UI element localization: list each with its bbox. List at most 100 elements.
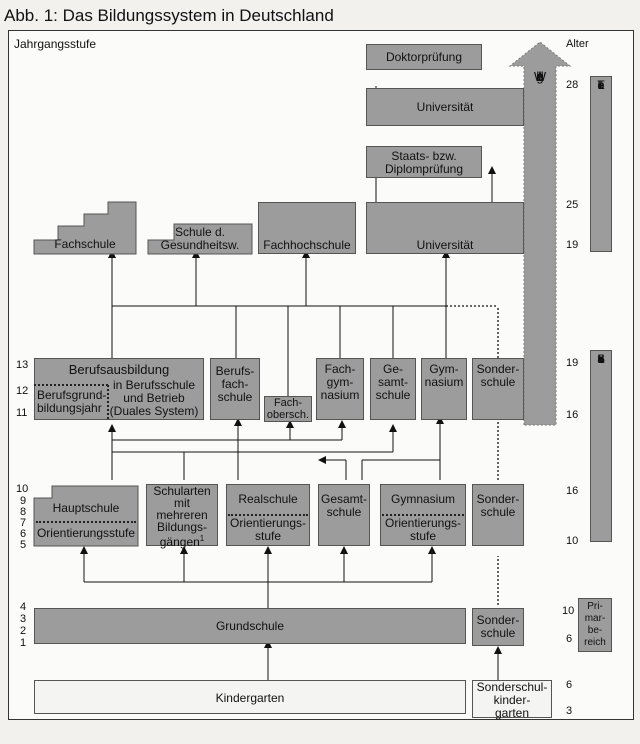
secondary-label-letter: k: [598, 352, 604, 366]
weiterbildung-letter: e: [536, 69, 544, 84]
secondary-label-letter: r: [599, 352, 603, 366]
secondary-label-letter: c: [598, 352, 604, 366]
staatspruefung-label-1: Staats- bzw.: [391, 149, 457, 163]
tertiary-label-letter: i: [599, 78, 603, 92]
staatspruefung-label-2: Diplomprüfung: [384, 162, 464, 176]
secondary-label-letter: r: [599, 352, 603, 366]
gesamtschule-oberstufe-label-2: samt-: [378, 375, 408, 389]
age-16-top: 16: [566, 409, 579, 421]
weiterbildung-letter: i: [538, 69, 542, 84]
secondary-label-letter: u: [597, 352, 605, 366]
fachgymnasium-label-1: Fach-: [324, 362, 356, 376]
berufsausbildung-label: Berufsausbildung: [68, 362, 170, 377]
fachgymnasium-label-3: nasium: [320, 388, 360, 402]
berufsausbildung-box: Berufsausbildung in Berufsschule und Bet…: [34, 358, 204, 420]
schularten-label-5: gängen: [159, 535, 200, 549]
gymnasium-oberstufe-label-1: Gym-: [429, 362, 459, 376]
secondary-label-letter: i: [599, 352, 603, 366]
sonderschule-sek2-box: Sonder- schule: [472, 358, 524, 420]
age-19: 19: [566, 357, 579, 369]
sonderschule-primar-box: Sonder- schule: [472, 608, 524, 646]
age-6: 6: [566, 679, 573, 691]
gesundheit-staircase: [147, 223, 253, 255]
fachgymnasium-box: Fach- gym- nasium: [316, 358, 364, 420]
weiterbildung-letter: l: [538, 69, 542, 84]
kindergarten-box: Kindergarten: [34, 680, 466, 714]
sonderschulkindergarten-box: Sonderschul- kinder- garten: [472, 680, 552, 720]
secondary-label-letter: b: [597, 352, 605, 366]
grade-11: 11: [16, 407, 28, 419]
gymnasium-label: Gymnasium: [390, 492, 455, 506]
grade-7: 7: [20, 517, 27, 529]
grade-6: 6: [20, 528, 27, 540]
hauptschule-divider: [36, 521, 136, 523]
fachschule-label: Fachschule: [54, 237, 116, 251]
berufsfachschule-label-3: schule: [217, 390, 253, 404]
hauptschule-shape: [33, 485, 139, 547]
grade-13: 13: [16, 359, 29, 371]
universitaet-label: Universität: [416, 238, 474, 252]
secondary-label-letter: d: [597, 352, 605, 366]
grade-12: 12: [16, 385, 29, 397]
kindergarten-label: Kindergarten: [215, 691, 285, 705]
gesamtschule-box: Gesamt- schule: [318, 484, 370, 546]
tertiary-label-letter: r: [599, 78, 603, 92]
age-10: 10: [562, 605, 575, 617]
berufsgrundbildungsjahr-label-1: Berufsgrund-: [37, 388, 107, 402]
primary-label-2: mar-: [584, 613, 606, 624]
weiterbildung-letter: r: [537, 69, 543, 84]
berufsgrundbildungsjahr-label-2: bildungsjahr: [37, 401, 102, 415]
berufsfachschule-label-2: fach-: [221, 377, 249, 391]
doktorpruefung-box: Doktorprüfung: [366, 44, 482, 70]
sonderschule-primar-label-1: Sonder-: [476, 613, 520, 627]
duales-label-2: und Betrieb: [123, 391, 185, 405]
weiterbildung-letter: g: [536, 69, 544, 84]
age-6-top: 6: [566, 633, 573, 645]
berufsgrund-divider-v: [107, 385, 109, 419]
gymnasium-oberstufe-label-2: nasium: [424, 375, 464, 389]
weiterbildung-arrow: [508, 41, 572, 426]
secondary-label-letter: n: [597, 352, 605, 366]
duales-label-1: in Berufsschule: [112, 378, 196, 392]
gymnasium-oberstufe-box: Gym- nasium: [421, 358, 467, 420]
sonderschulkindergarten-label-2: kinder-: [493, 693, 531, 707]
gesamtschule-oberstufe-label-3: schule: [375, 388, 411, 402]
staatspruefung-box: Staats- bzw. Diplomprüfung: [366, 146, 482, 178]
gesamtschule-oberstufe-box: Ge- samt- schule: [370, 358, 416, 420]
secondary-label-letter: e: [597, 352, 605, 366]
secondary-label-letter: a: [597, 352, 605, 366]
berufsfachschule-box: Berufs- fach- schule: [210, 358, 260, 420]
age-25: 25: [566, 199, 579, 211]
grade-axis-label: Jahrgangsstufe: [14, 37, 97, 51]
gesamtschule-label-1: Gesamt-: [320, 492, 367, 506]
orientierungsstufe-haupt-label: Orientierungsstufe: [36, 526, 136, 540]
secondary-label-letter: h: [597, 352, 605, 366]
primary-label-3: be-: [587, 625, 603, 636]
age-3: 3: [566, 705, 573, 717]
fachhochschule-box: Fachhochschule: [258, 202, 356, 254]
schularten-label-3: mehreren: [156, 508, 208, 522]
weiterbildung-letter: W: [533, 69, 547, 84]
sonderschulkindergarten-label-1: Sonderschul-: [476, 680, 548, 694]
gymnasium-divider: [382, 514, 464, 516]
sonderschule-primar-label-2: schule: [480, 626, 516, 640]
fachoberschule-label-2: obersch.: [266, 409, 310, 421]
gesamtschule-label-2: schule: [326, 505, 362, 519]
age-16: 16: [566, 485, 579, 497]
realschule-label: Realschule: [238, 492, 298, 506]
page-title: Abb. 1: Das Bildungssystem in Deutschlan…: [4, 6, 334, 25]
orientierungsstufe-gym-label-2: stufe: [409, 529, 436, 543]
weiterbildung-letter: i: [538, 69, 542, 84]
hauptschule-label: Hauptschule: [52, 501, 120, 515]
orientierungsstufe-gym-label-1: Orientierungs-: [384, 516, 462, 530]
tertiary-label-letter: h: [597, 78, 605, 92]
grade-5: 5: [20, 539, 27, 551]
primary-label-1: Pri-: [587, 601, 603, 612]
tertiary-label-letter: ä: [597, 78, 605, 92]
fachoberschule-box: Fach- obersch.: [264, 396, 312, 422]
schularten-label-4: Bildungs-: [156, 520, 208, 534]
schularten-box: Schularten mit mehreren Bildungs- gängen…: [146, 484, 218, 549]
